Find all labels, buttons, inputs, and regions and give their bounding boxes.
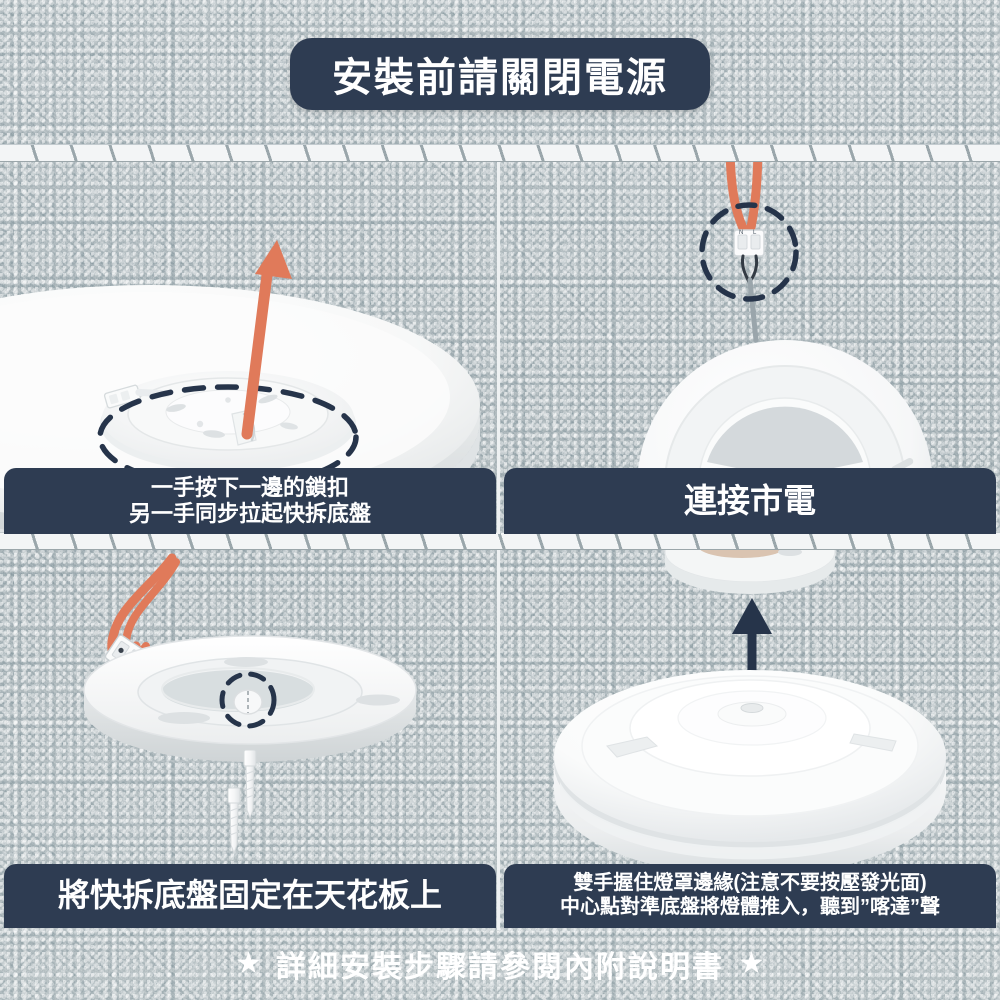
vertical-separator-bottom — [497, 550, 500, 930]
base-plate-ring — [83, 635, 417, 762]
caption-panel-3: 將快拆底盤固定在天花板上 — [4, 864, 496, 928]
orange-up-arrow — [241, 240, 292, 440]
screw-icon-1 — [243, 749, 257, 820]
caption-panel-4: 雙手握住燈罩邊緣(注意不要按壓發光面) 中心點對準底盤將燈體推入，聽到”喀達”聲 — [504, 864, 996, 928]
panel-4-illustration — [554, 550, 946, 876]
caption-line-1: 雙手握住燈罩邊緣(注意不要按壓發光面) — [573, 872, 927, 895]
star-icon-left: ★ — [235, 947, 262, 980]
caption-panel-1: 一手按下一邊的鎖扣 另一手同步拉起快拆底盤 — [4, 468, 496, 534]
wire-connector: N L — [733, 229, 765, 284]
page-title: 安裝前請關閉電源 — [332, 56, 668, 100]
caption-panel-2: 連接市電 — [504, 468, 996, 534]
orange-mains-wires — [725, 162, 763, 239]
star-icon-right: ★ — [738, 947, 765, 980]
lamp-body — [554, 670, 946, 876]
caption-line-1: 一手按下一邊的鎖扣 — [150, 475, 349, 501]
vertical-separator-top — [497, 162, 500, 534]
highlight-screw-hole — [219, 671, 277, 729]
divider-stripe-top — [0, 144, 1000, 162]
screw-icon-2 — [227, 787, 241, 855]
panel-3-illustration — [83, 553, 417, 855]
svg-text:L: L — [753, 230, 757, 236]
footer-text: 詳細安裝步驟請參閱內附說明書 — [276, 951, 724, 984]
footer-note: ★ 詳細安裝步驟請參閱內附說明書 ★ — [0, 928, 1000, 1000]
divider-stripe-middle — [0, 532, 1000, 550]
mounted-base-plate — [664, 550, 836, 594]
title-banner: 安裝前請關閉電源 — [290, 38, 710, 110]
svg-text:N: N — [739, 230, 743, 236]
caption-line-1: 連接市電 — [684, 481, 816, 519]
caption-line-2: 另一手同步拉起快拆底盤 — [128, 501, 371, 526]
step-panel-4 — [502, 550, 1000, 928]
caption-line-2: 中心點對準底盤將燈體推入，聽到”喀達”聲 — [560, 896, 940, 918]
step-panel-3 — [0, 550, 498, 928]
highlight-connector — [699, 202, 799, 302]
caption-line-1: 將快拆底盤固定在天花板上 — [57, 877, 442, 914]
